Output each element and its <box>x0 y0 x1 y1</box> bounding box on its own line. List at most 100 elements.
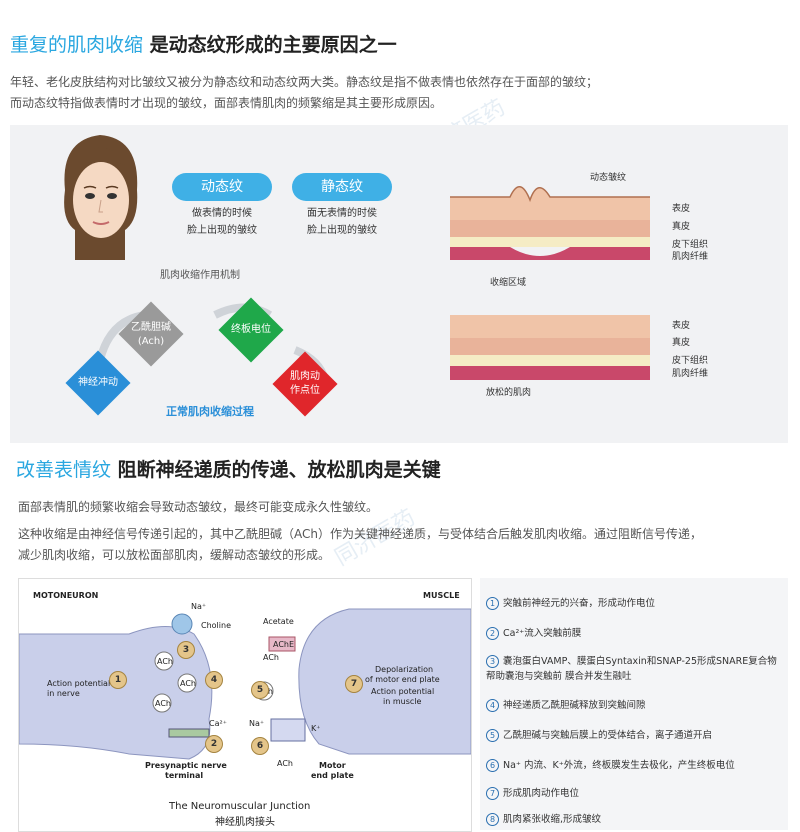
choline-label: Choline <box>201 621 231 630</box>
step-4: 4 神经递质乙酰胆碱释放到突触间隙 <box>486 698 784 713</box>
bottom-dermis-label: 真皮 <box>672 338 691 348</box>
presynaptic-label-1: Presynaptic nerve <box>145 761 227 770</box>
top-subcutaneous-label: 皮下组织 <box>672 240 709 250</box>
muscle-potential-label-2: 作点位 <box>290 385 320 396</box>
step-6-number: 6 <box>486 759 499 772</box>
ca-label: Ca²⁺ <box>209 719 227 728</box>
endplate-label: 终板电位 <box>231 324 271 335</box>
motoneuron-label: MOTONEURON <box>33 591 99 600</box>
nmj-step-4-marker: 4 <box>205 671 223 689</box>
step-1-number: 1 <box>486 597 499 610</box>
bottom-muscle-fiber-label: 肌肉纤维 <box>672 369 709 379</box>
nmj-step-6-marker: 6 <box>251 737 269 755</box>
step-3-text: 囊泡蛋白VAMP、膜蛋白Syntaxin和SNAP-25形成SNARE复合物帮助… <box>486 656 777 682</box>
bottom-epidermis-label: 表皮 <box>672 321 691 331</box>
step-5: 5 乙酰胆碱与突触后膜上的受体结合，离子通道开启 <box>486 728 784 743</box>
step-1: 1 突触前神经元的兴奋，形成动作电位 <box>486 596 784 611</box>
section2-title-highlight: 改善表情纹 <box>16 459 112 481</box>
dynamic-wrinkle-desc-2: 脸上出现的皱纹 <box>187 225 257 236</box>
ach-vesicle-1-label: ACh <box>157 657 173 666</box>
nmj-step-3-marker: 3 <box>177 641 195 659</box>
step-2-text: Ca²⁺流入突触前膜 <box>503 628 582 639</box>
step-8-number: 8 <box>486 813 499 826</box>
depol-label-1: Depolarization <box>375 665 434 674</box>
dynamic-wrinkle-badge: 动态纹 <box>172 173 272 201</box>
na-bottom-label: Na⁺ <box>249 719 265 728</box>
face-illustration <box>64 135 138 260</box>
section1-title-rest: 是动态纹形成的主要原因之一 <box>143 34 397 56</box>
motor-endplate-label-2: end plate <box>311 771 354 780</box>
step-6-text: Na⁺ 内流、K⁺外流，终板膜发生去极化，产生终板电位 <box>503 760 735 771</box>
ach-label-2: (Ach) <box>137 336 165 347</box>
ache-label: AChE <box>273 640 295 649</box>
section1-title-highlight: 重复的肌肉收缩 <box>10 34 144 56</box>
step-5-text: 乙酰胆碱与突触后膜上的受体结合，离子通道开启 <box>503 730 713 741</box>
static-wrinkle-desc-1: 面无表情的时侯 <box>307 208 377 219</box>
top-dermis-label: 真皮 <box>672 222 691 232</box>
step-8-text: 肌肉紧张收缩,形成皱纹 <box>503 814 602 825</box>
static-wrinkle-badge: 静态纹 <box>292 173 392 201</box>
step-5-number: 5 <box>486 729 499 742</box>
step-2: 2 Ca²⁺流入突触前膜 <box>486 626 784 641</box>
nmj-step-2-marker: 2 <box>205 735 223 753</box>
skin-top-diagram <box>450 186 650 260</box>
muscle-label: MUSCLE <box>423 591 460 600</box>
wrinkle-mechanism-panel: 动态纹 做表情的时候 脸上出现的皱纹 静态纹 面无表情的时侯 脸上出现的皱纹 肌… <box>10 125 788 443</box>
nmj-shapes <box>19 608 471 760</box>
step-3-number: 3 <box>486 655 499 668</box>
step-7: 7 形成肌肉动作电位 <box>486 786 784 801</box>
muscle-potential-label-1: 肌肉动 <box>290 371 320 382</box>
ach-free-label: ACh <box>263 653 279 662</box>
section2-paragraph-1: 面部表情肌的频繁收缩会导致动态皱纹，最终可能变成永久性皱纹。 <box>18 500 379 514</box>
section1-paragraph-1: 年轻、老化皮肤结构对比皱纹又被分为静态纹和动态纹两大类。静态纹是指不做表情也依然… <box>10 75 599 89</box>
step-7-number: 7 <box>486 787 499 800</box>
step-8: 8 肌肉紧张收缩,形成皱纹 <box>486 812 784 827</box>
ap-muscle-label-2: in muscle <box>383 697 422 706</box>
step-1-text: 突触前神经元的兴奋，形成动作电位 <box>503 598 656 609</box>
contract-area-label: 收缩区域 <box>490 278 527 288</box>
dynamic-wrinkle-desc-1: 做表情的时候 <box>192 208 252 219</box>
neuromuscular-junction-figure: MOTONEURON MUSCLE Na⁺ Choline Acetate AC… <box>18 578 472 832</box>
dynamic-wrinkle-label: 动态皱纹 <box>590 173 627 183</box>
static-wrinkle-desc-2: 脸上出现的皱纹 <box>307 225 377 236</box>
depol-label-2: of motor end plate <box>365 675 440 684</box>
ach-vesicle-2-label: ACh <box>180 679 196 688</box>
top-epidermis-label: 表皮 <box>672 204 691 214</box>
step-4-text: 神经递质乙酰胆碱释放到突触间隙 <box>503 700 646 711</box>
ach-vesicle-3-label: ACh <box>155 699 171 708</box>
motor-endplate-label-1: Motor <box>319 761 346 770</box>
ach-label-1: 乙酰胆碱 <box>131 322 171 333</box>
nmj-step-7-marker: 7 <box>345 675 363 693</box>
step-4-number: 4 <box>486 699 499 712</box>
ap-nerve-label-2: in nerve <box>47 689 80 698</box>
ach-receptor-label: ACh <box>277 759 293 768</box>
relaxed-muscle-label: 放松的肌肉 <box>486 388 532 398</box>
step-6: 6 Na⁺ 内流、K⁺外流，终板膜发生去极化，产生终板电位 <box>486 758 784 773</box>
k-label: K⁺ <box>311 724 321 733</box>
step-7-text: 形成肌肉动作电位 <box>503 788 580 799</box>
na-top-label: Na⁺ <box>191 602 207 611</box>
step-2-number: 2 <box>486 627 499 640</box>
section2-paragraph-2: 这种收缩是由神经信号传递引起的，其中乙酰胆碱（ACh）作为关键神经递质，与受体结… <box>18 527 702 541</box>
section2-title-rest: 阻断神经递质的传递、放松肌肉是关键 <box>111 459 441 481</box>
top-muscle-fiber-label: 肌肉纤维 <box>672 252 709 262</box>
ap-muscle-label-1: Action potential <box>371 687 435 696</box>
bottom-subcutaneous-label: 皮下组织 <box>672 356 709 366</box>
skin-bottom-diagram <box>450 315 650 380</box>
ap-nerve-label-1: Action potential <box>47 679 111 688</box>
section2-title: 改善表情纹 阻断神经递质的传递、放松肌肉是关键 <box>10 455 441 482</box>
nmj-step-5-marker: 5 <box>251 681 269 699</box>
nmj-step-1-marker: 1 <box>109 671 127 689</box>
acetate-label: Acetate <box>263 617 294 626</box>
presynaptic-label-2: terminal <box>165 771 204 780</box>
section1-paragraph-2: 而动态纹特指做表情时才出现的皱纹，面部表情肌肉的频繁缩是其主要形成原因。 <box>10 96 443 110</box>
nerve-impulse-label: 神经冲动 <box>78 377 118 388</box>
nmj-caption-en: The Neuromuscular Junction <box>169 801 311 812</box>
nmj-caption-cn: 神经肌肉接头 <box>215 817 275 828</box>
section2-paragraph-3: 减少肌肉收缩，可以放松面部肌肉，缓解动态皱纹的形成。 <box>18 548 331 562</box>
mechanism-caption: 肌肉收缩作用机制 <box>160 270 240 281</box>
normal-process-label: 正常肌肉收缩过程 <box>166 405 254 418</box>
cycle-arrows <box>96 303 329 382</box>
